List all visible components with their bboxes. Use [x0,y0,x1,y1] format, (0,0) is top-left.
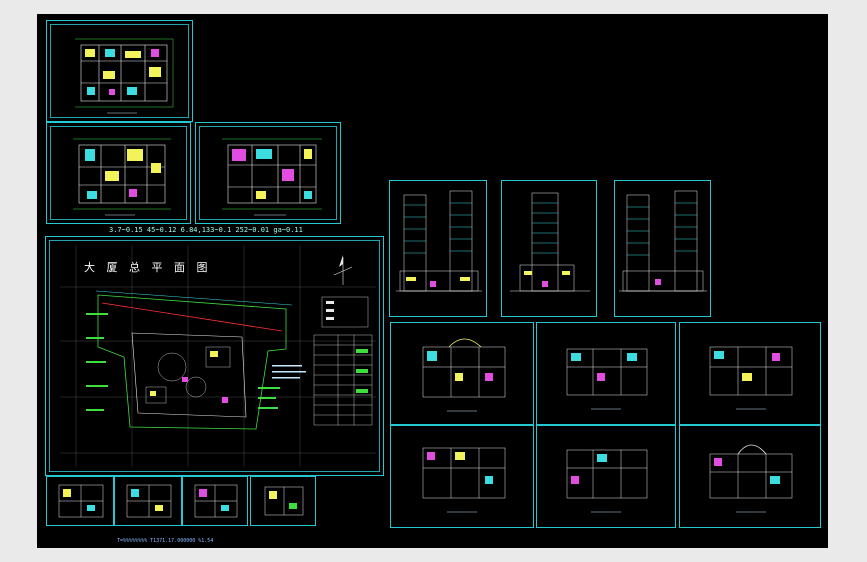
sheet-unit-plan-4[interactable] [250,476,316,526]
sheet-unit-plan-3[interactable] [182,476,248,526]
sheet-commercial-plan-6[interactable] [679,425,821,528]
unit-plan-drawing [194,484,238,518]
sheet-commercial-plan-5[interactable] [536,425,676,528]
elevation-drawing [510,192,590,292]
sheet-elevation-2[interactable] [501,180,597,317]
commercial-plan-drawing [422,447,506,513]
site-plan-drawing [60,245,376,467]
elevation-drawing [396,190,482,292]
coordinate-strip: 3.7~0.15 45~0.12 6.84,133~0.1 252~0.01 g… [109,226,303,234]
floor-plan-drawing [73,138,171,216]
unit-plan-drawing [264,486,304,516]
unit-plan-drawing [126,484,172,518]
sheet-commercial-plan-2[interactable] [536,322,676,425]
sheet-commercial-plan-4[interactable] [390,425,534,528]
sheet-floor-plan-2[interactable] [46,122,191,224]
commercial-plan-drawing [709,444,793,513]
sheet-elevation-3[interactable] [614,180,711,317]
commercial-plan-drawing [566,449,648,513]
sheet-site-plan[interactable]: 大 厦 总 平 面 图 [45,236,384,476]
sheet-unit-plan-2[interactable] [114,476,182,526]
site-plan-title: 大 厦 总 平 面 图 [84,261,212,274]
commercial-plan-drawing [709,346,793,410]
sheet-floor-plan-1[interactable] [46,20,193,122]
sheet-commercial-plan-1[interactable] [390,322,534,425]
cad-model-space[interactable]: 3.7~0.15 45~0.12 6.84,133~0.1 252~0.01 g… [37,14,828,548]
commercial-plan-drawing [422,338,506,412]
sheet-floor-plan-3[interactable] [195,122,341,224]
unit-plan-drawing [58,484,104,518]
elevation-drawing [619,190,707,292]
commercial-plan-drawing [566,348,648,410]
sheet-elevation-1[interactable] [389,180,487,317]
floor-plan-drawing [222,138,322,216]
sheet-unit-plan-1[interactable] [46,476,114,526]
drawing-footer-note: T=%%%%%%%% T1371.17.000000 %1.54 [117,538,214,544]
floor-plan-drawing [75,38,174,114]
sheet-commercial-plan-3[interactable] [679,322,821,425]
